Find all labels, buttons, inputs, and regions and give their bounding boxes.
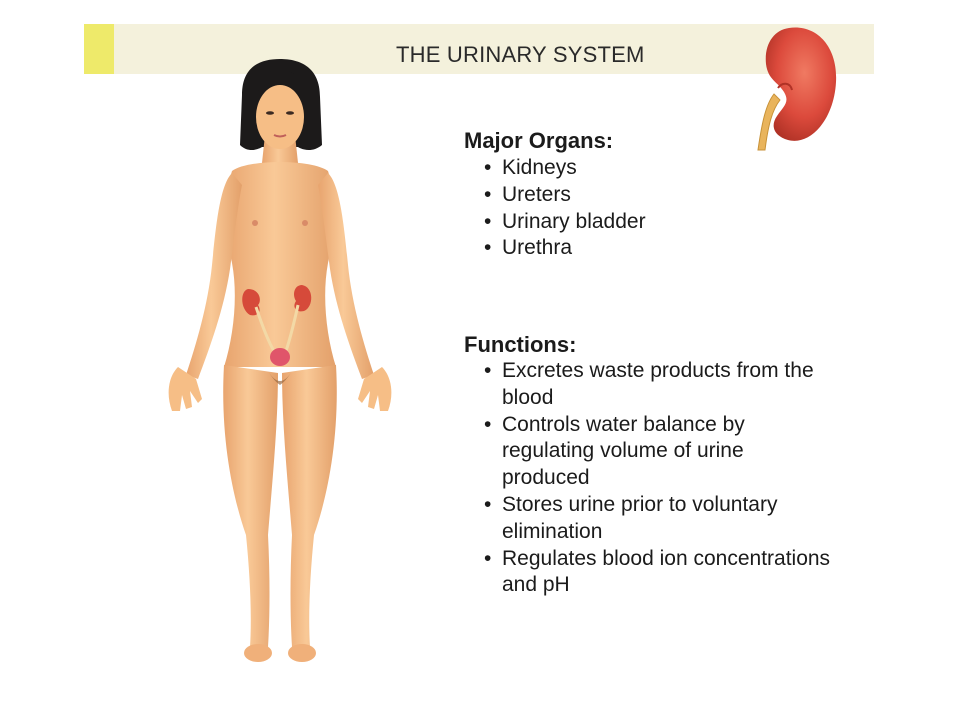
face: [256, 85, 304, 149]
list-item: •Urinary bladder: [484, 209, 646, 236]
human-figure-illustration: [168, 59, 392, 662]
right-arm: [318, 173, 374, 379]
bladder: [270, 348, 290, 366]
list-item: •Excretes waste products from the blood: [484, 359, 814, 409]
ureter-shape: [757, 93, 781, 151]
list-item: •Kidneys: [484, 155, 646, 182]
bullet: •: [484, 412, 492, 436]
bullet: •: [484, 492, 492, 516]
bullet: •: [484, 182, 492, 206]
right-leg: [282, 365, 337, 647]
bullet: •: [484, 546, 492, 570]
ureters: [254, 304, 300, 352]
bullet: •: [484, 359, 492, 382]
torso: [224, 162, 336, 367]
kidney-illustration: [757, 27, 837, 151]
bullet: •: [484, 156, 492, 179]
major-organs-list: •Kidneys •Ureters •Urinary bladder •Uret…: [484, 155, 646, 262]
header-accent: [84, 24, 114, 74]
header-bar: [84, 24, 874, 74]
functions-list: •Excretes waste products from the blood …: [484, 358, 832, 599]
right-foot: [288, 644, 316, 662]
list-item: •Regulates blood ion concentrations and …: [484, 546, 831, 597]
kidney-shape: [765, 27, 837, 141]
list-item: •Controls water balance by regulating vo…: [484, 412, 745, 490]
right-hand: [358, 367, 392, 411]
right-kidney: [294, 285, 312, 312]
left-leg: [223, 365, 278, 647]
left-foot: [244, 644, 272, 662]
page-title: THE URINARY SYSTEM: [396, 42, 645, 67]
list-item: •Ureters: [484, 182, 646, 209]
left-arm: [186, 173, 242, 379]
list-item: •Urethra: [484, 235, 646, 262]
functions-heading: Functions:: [464, 332, 577, 357]
major-organs-heading: Major Organs:: [464, 128, 614, 153]
list-item: •Stores urine prior to voluntary elimina…: [484, 492, 778, 543]
left-hand: [168, 367, 202, 411]
bullet: •: [484, 236, 492, 260]
bullet: •: [484, 209, 492, 233]
